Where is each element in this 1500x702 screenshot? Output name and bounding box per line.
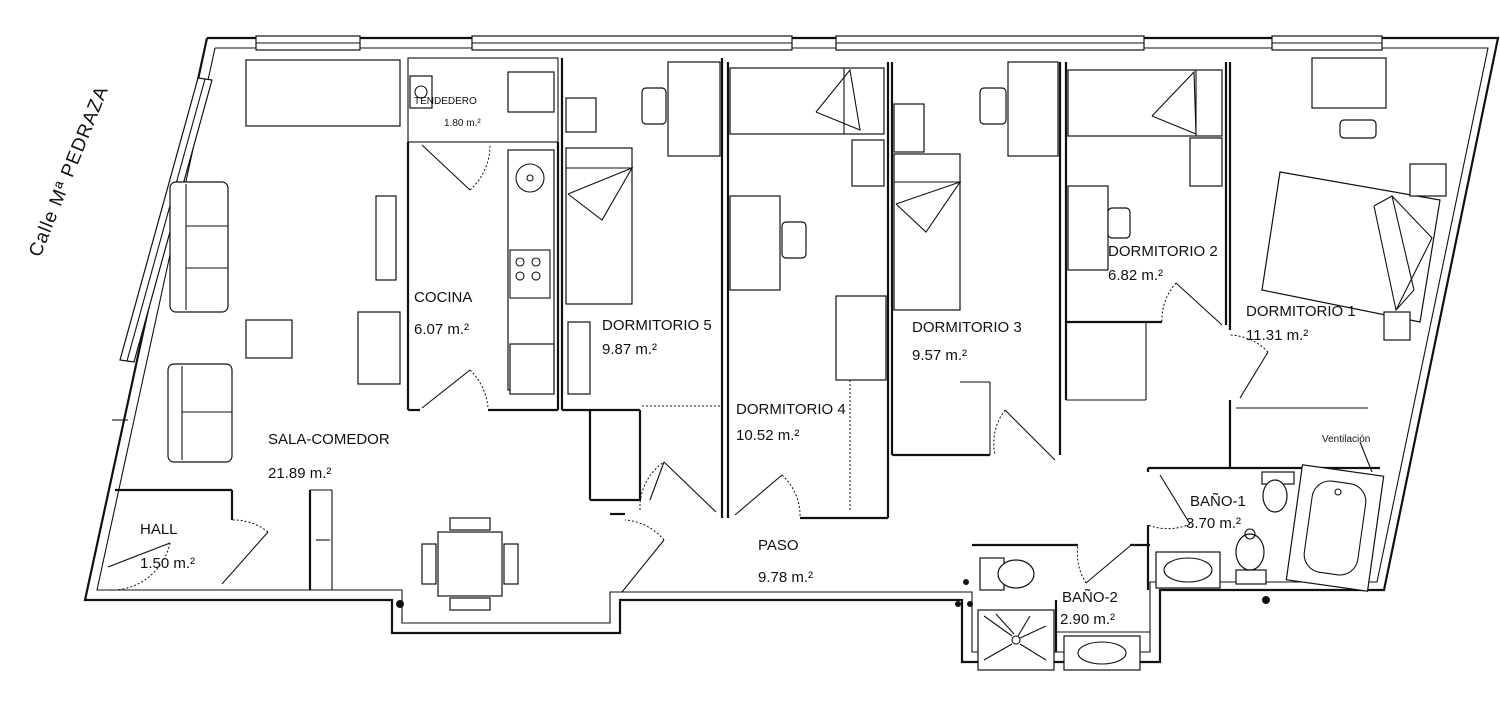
cocina-area: 6.07 m.² [414, 321, 469, 338]
dormitorio2-area: 6.82 m.² [1108, 267, 1163, 284]
dormitorio1-area: 11.31 m.² [1246, 327, 1308, 344]
bano1-area: 3.70 m.² [1186, 515, 1241, 532]
ventilacion-label: Ventilación [1322, 434, 1370, 445]
dormitorio5-area: 9.87 m.² [602, 341, 657, 358]
bano2-area: 2.90 m.² [1060, 611, 1115, 628]
dormitorio4-area: 10.52 m.² [736, 427, 799, 444]
bano2-name: BAÑO-2 [1062, 589, 1118, 606]
interior-walls [112, 57, 1380, 652]
dormitorio3-area: 9.57 m.² [912, 347, 967, 364]
hall-name: HALL [140, 521, 178, 538]
dormitorio2-name: DORMITORIO 2 [1108, 243, 1218, 260]
windows-top [255, 35, 1383, 51]
tendedero-name: TENDEDERO [414, 96, 477, 107]
tendedero-area: 1.80 m.² [444, 118, 481, 129]
room-labels: Calle Mª PEDRAZA TENDEDERO 1.80 m.² COCI… [25, 83, 1370, 628]
doors [107, 144, 1269, 593]
window-street [119, 77, 213, 363]
paso-area: 9.78 m.² [758, 569, 813, 586]
street-label: Calle Mª PEDRAZA [25, 83, 113, 260]
dormitorio5-name: DORMITORIO 5 [602, 317, 712, 334]
hall-area: 1.50 m.² [140, 555, 195, 572]
bano1-name: BAÑO-1 [1190, 493, 1246, 510]
dormitorio1-name: DORMITORIO 1 [1246, 303, 1356, 320]
paso-name: PASO [758, 537, 799, 554]
dormitorio3-name: DORMITORIO 3 [912, 319, 1022, 336]
sala-area: 21.89 m.² [268, 465, 331, 482]
dormitorio4-name: DORMITORIO 4 [736, 401, 846, 418]
sala-name: SALA-COMEDOR [268, 431, 390, 448]
outer-walls [83, 36, 1500, 664]
furniture [167, 57, 1447, 671]
cocina-name: COCINA [414, 289, 472, 306]
